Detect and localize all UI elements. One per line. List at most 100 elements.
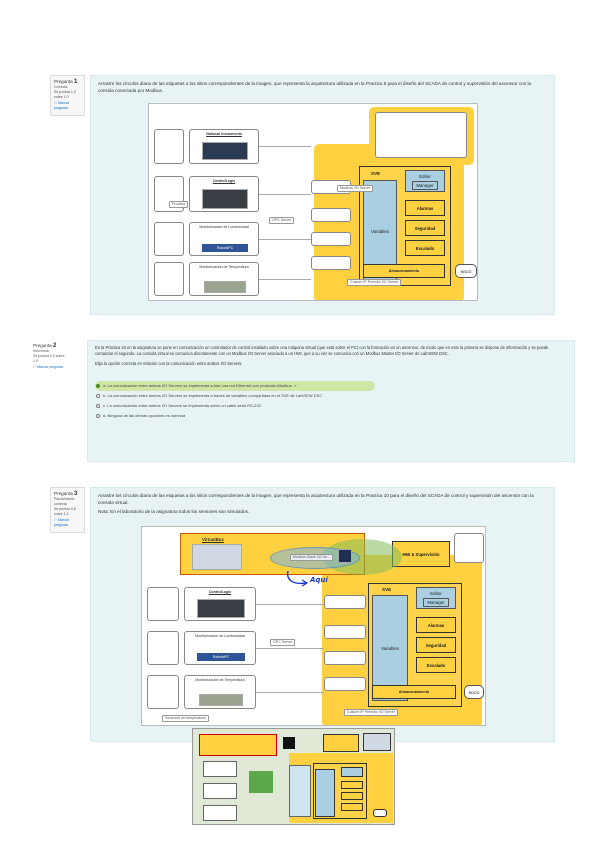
drop-zone[interactable] bbox=[147, 631, 179, 665]
thumb-editor bbox=[341, 767, 363, 777]
question-text: En la Práctica 10 en la asignatura se po… bbox=[95, 345, 549, 356]
question-score: Se puntúa 0,8 sobre 1,0 bbox=[54, 507, 76, 516]
answer-option-d[interactable]: d. Ninguna de las demás opciones es corr… bbox=[95, 411, 567, 421]
flag-question-link[interactable]: ⚐ Marcar pregunta bbox=[54, 518, 70, 527]
question-title: Pregunta bbox=[33, 343, 52, 348]
editor-manager-box: Editor Manager bbox=[416, 587, 456, 609]
thumb-screen bbox=[363, 733, 391, 751]
drop-zone[interactable] bbox=[454, 533, 484, 563]
question-text: Arrastre los círculos diana de las etiqu… bbox=[98, 81, 532, 93]
question-number: 3 bbox=[73, 491, 78, 497]
thumb-virtualbox bbox=[199, 734, 277, 756]
question-score: Se puntúa 0,0 sobre 1,0 bbox=[33, 354, 65, 363]
escalado-box: Escalado bbox=[405, 240, 445, 256]
flag-icon: ⚐ bbox=[54, 518, 58, 522]
question-text: Arrastre los círculos diana de las etiqu… bbox=[98, 493, 534, 505]
thumb-temperature bbox=[203, 805, 237, 821]
flag-question-link[interactable]: ⚐ Marcar pregunta bbox=[33, 365, 63, 369]
question-info: Pregunta 1 Correcta Se puntúa 1,0 sobre … bbox=[50, 75, 85, 116]
bbdd-database: BBDD bbox=[464, 685, 484, 699]
controllogix-label: ControlLogix bbox=[212, 179, 236, 183]
flag-icon: ⚐ bbox=[33, 365, 37, 369]
connector-line bbox=[259, 146, 311, 147]
thumb-luminosity bbox=[203, 783, 237, 799]
editor-label: Editor bbox=[419, 173, 431, 179]
label-chip-custom-io-server[interactable]: Custom IP Periodic I/O Server bbox=[344, 709, 399, 716]
label-chip-sensores[interactable]: Sensores de temperatura bbox=[162, 715, 209, 722]
luminosity-box: Monitorización de Luminosidad RoboticPC bbox=[184, 631, 256, 665]
seguridad-box: Seguridad bbox=[416, 637, 456, 653]
editor-label: Editor bbox=[430, 590, 442, 596]
manager-label: Manager bbox=[412, 180, 438, 190]
thumb-green-labels bbox=[249, 771, 273, 793]
question-status: Incorrecta bbox=[33, 349, 49, 353]
label-chip-modbus-slave[interactable]: Modbus Slave I/O Se... bbox=[290, 554, 333, 561]
handwritten-arrow bbox=[286, 570, 309, 587]
radio-button[interactable] bbox=[96, 404, 100, 408]
label-chip-opc-server[interactable]: OPC Server bbox=[269, 217, 295, 224]
manager-label: Manager bbox=[423, 597, 449, 607]
question-3: Pregunta 3 Parcialmente correcta Se punt… bbox=[50, 487, 555, 742]
connector-line bbox=[259, 194, 311, 195]
question-note: Nota: En el laboratorio de la asignatura… bbox=[98, 509, 250, 514]
connector-line bbox=[256, 604, 324, 605]
label-chip-custom-io-server[interactable]: Custom IP Periodic I/O Server bbox=[347, 279, 402, 286]
virtualbox-label: VirtualBox bbox=[202, 537, 224, 542]
question-prompt: Elija la opción correcta en relación con… bbox=[95, 361, 243, 366]
console-image bbox=[192, 544, 242, 570]
sve-label: SVE bbox=[371, 171, 381, 176]
drop-zone[interactable] bbox=[311, 232, 351, 246]
drop-zone[interactable] bbox=[147, 587, 179, 621]
question-2: Pregunta 2 Incorrecta Se puntúa 0,0 sobr… bbox=[30, 340, 575, 462]
label-chip-opc-server[interactable]: OPC Server bbox=[270, 639, 296, 646]
ni-label: National Instruments bbox=[206, 132, 242, 136]
controllogix-device-image bbox=[197, 599, 245, 618]
thumb-escalado bbox=[341, 803, 363, 811]
drop-zone[interactable] bbox=[324, 625, 366, 639]
alarmas-box: Alarmas bbox=[416, 617, 456, 633]
architecture-diagram: VirtualBox HMI & Supervisión Modbus Slav… bbox=[141, 526, 486, 726]
escalado-box: Escalado bbox=[416, 657, 456, 673]
almacenamiento-box: Almacenamiento bbox=[363, 264, 445, 278]
ni-box: National Instruments bbox=[189, 129, 259, 164]
temperature-sensors-image bbox=[204, 281, 246, 293]
connector-line bbox=[256, 692, 324, 693]
question-status: Parcialmente correcta bbox=[54, 497, 75, 506]
label-chip-modbus-io-server[interactable]: Modbus I/O Server bbox=[337, 185, 374, 192]
thumb-alarmas bbox=[341, 781, 363, 789]
temperature-sensors-image bbox=[199, 694, 243, 706]
label-chip-proceso[interactable]: Proceso bbox=[169, 201, 189, 208]
drop-zone[interactable] bbox=[324, 677, 366, 691]
architecture-diagram: National Instruments ControlLogix Monito… bbox=[148, 103, 478, 301]
flag-icon: ⚐ bbox=[54, 101, 58, 105]
answer-option-c[interactable]: c. La comunicación entre ambos I/O Serve… bbox=[95, 401, 567, 411]
radio-button[interactable] bbox=[96, 384, 100, 388]
temperature-box: Monitorización de Temperatura bbox=[184, 675, 256, 709]
radio-button[interactable] bbox=[96, 414, 100, 418]
drop-zone[interactable] bbox=[324, 651, 366, 665]
variables-box: Variables bbox=[372, 595, 408, 701]
answer-option-b[interactable]: b. La comunicación entre ambos I/O Serve… bbox=[95, 391, 567, 401]
controllogix-label: ControlLogix bbox=[208, 590, 232, 594]
question-content: Arrastre los círculos diana de las etiqu… bbox=[90, 487, 555, 742]
answer-option-a[interactable]: a. La comunicación entre ambos I/O Serve… bbox=[95, 381, 375, 391]
drop-zone[interactable] bbox=[154, 262, 184, 296]
flag-question-link[interactable]: ⚐ Marcar pregunta bbox=[54, 101, 70, 110]
drop-zone[interactable] bbox=[311, 208, 351, 222]
drop-zone[interactable] bbox=[324, 595, 366, 609]
question-status: Correcta bbox=[54, 85, 68, 89]
radio-button[interactable] bbox=[96, 394, 100, 398]
drop-zone[interactable] bbox=[375, 112, 467, 158]
seguridad-box: Seguridad bbox=[405, 220, 445, 236]
drop-zone[interactable] bbox=[154, 129, 184, 164]
bbdd-database: BBDD bbox=[455, 264, 477, 278]
controllogix-device-image bbox=[202, 189, 248, 209]
drop-zone[interactable] bbox=[311, 256, 351, 270]
drop-zone[interactable] bbox=[147, 675, 179, 709]
drop-zone[interactable] bbox=[154, 222, 184, 256]
connector-line bbox=[259, 279, 311, 280]
controllogix-box: ControlLogix bbox=[189, 176, 259, 212]
question-score: Se puntúa 1,0 sobre 1,0 bbox=[54, 90, 76, 99]
luminosity-label: Monitorización de Luminosidad bbox=[195, 634, 245, 638]
temperature-label: Monitorización de Temperatura bbox=[199, 265, 249, 269]
